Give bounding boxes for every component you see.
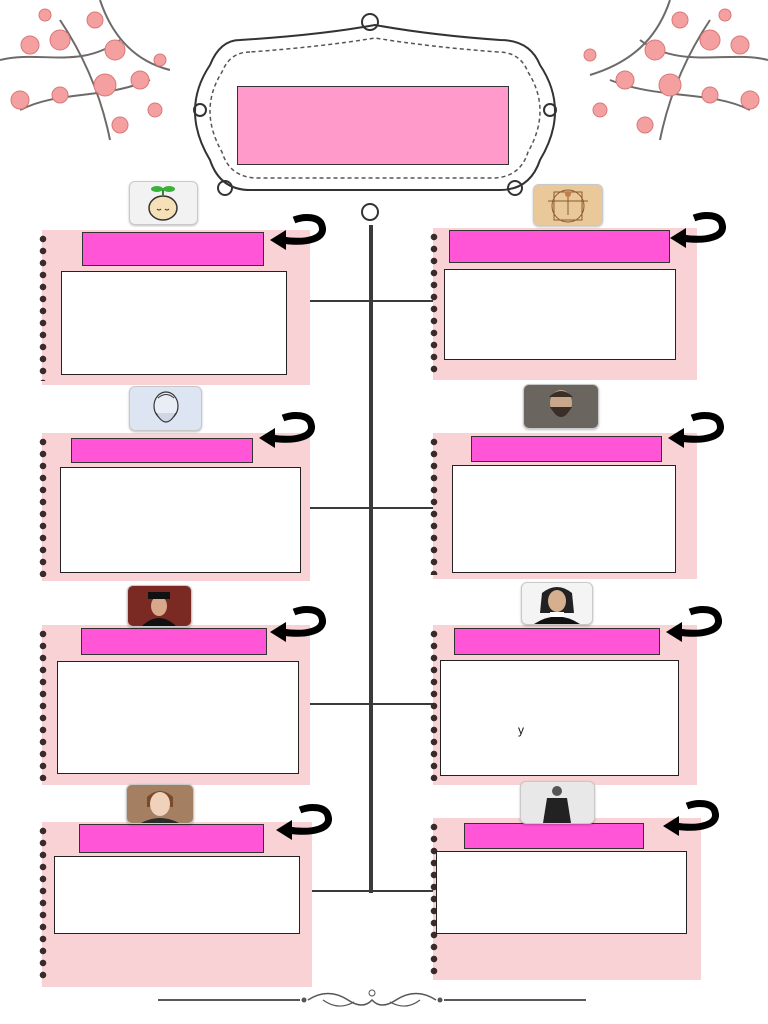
curved-arrow-icon xyxy=(666,606,722,642)
growth-mind-icon xyxy=(129,181,198,225)
card-title-box xyxy=(449,230,670,263)
bearded-philosopher-portrait xyxy=(523,384,599,429)
notebook-spiral xyxy=(38,629,48,781)
notebook-spiral xyxy=(429,629,439,781)
curved-arrow-icon xyxy=(276,804,332,840)
curved-arrow-icon xyxy=(670,212,726,248)
plato-bust-portrait xyxy=(129,386,202,431)
timeline-card-8 xyxy=(429,818,701,980)
card-text-box xyxy=(436,851,687,934)
vitruvian-man-image xyxy=(533,184,603,226)
curved-arrow-icon xyxy=(663,800,719,836)
card-body: y xyxy=(518,723,524,737)
card-text-box xyxy=(444,269,676,360)
notebook-spiral xyxy=(429,822,439,976)
timeline-connector-3 xyxy=(310,703,435,705)
timeline-card-7 xyxy=(38,822,312,987)
timeline-card-3 xyxy=(38,433,310,581)
timeline-vertical xyxy=(369,225,373,893)
notebook-spiral xyxy=(38,437,48,577)
hatted-scholar-portrait xyxy=(127,585,192,627)
card-title-box xyxy=(82,232,264,266)
cherry-blossom-decoration-left xyxy=(0,0,171,141)
header-title-box xyxy=(237,86,509,165)
timeline-connector-4 xyxy=(312,890,437,892)
timeline-card-4 xyxy=(429,433,697,579)
card-text-box xyxy=(452,465,676,573)
notebook-spiral xyxy=(38,234,48,381)
curved-arrow-icon xyxy=(270,214,326,250)
card-text-box xyxy=(61,271,287,375)
timeline-card-2 xyxy=(429,228,697,380)
curved-arrow-icon xyxy=(668,412,724,448)
notebook-spiral xyxy=(429,437,439,575)
notebook-spiral xyxy=(38,826,48,983)
notebook-spiral xyxy=(429,232,439,376)
card-text-box xyxy=(57,661,299,774)
card-title-box xyxy=(81,628,267,655)
card-text-box xyxy=(54,856,300,934)
card-title-box xyxy=(454,628,660,655)
curved-arrow-icon xyxy=(259,412,315,448)
card-text-box: y xyxy=(440,660,679,776)
footer-flourish-divider xyxy=(158,989,586,1007)
timeline-card-1 xyxy=(38,230,310,385)
cherry-blossom-decoration-right xyxy=(583,0,768,141)
timeline-card-6: y xyxy=(429,625,697,785)
card-title-box xyxy=(79,824,264,853)
card-title-box xyxy=(471,436,662,462)
descartes-portrait xyxy=(521,582,593,625)
curved-arrow-icon xyxy=(270,606,326,642)
timeline-card-5 xyxy=(38,625,310,785)
card-text-box xyxy=(60,467,301,573)
timeline-connector-1 xyxy=(310,300,435,302)
young-philosopher-portrait xyxy=(126,784,194,824)
card-title-box xyxy=(71,438,253,463)
timeline-connector-2 xyxy=(310,507,435,509)
standing-man-portrait xyxy=(520,781,595,824)
card-title-box xyxy=(464,823,644,849)
